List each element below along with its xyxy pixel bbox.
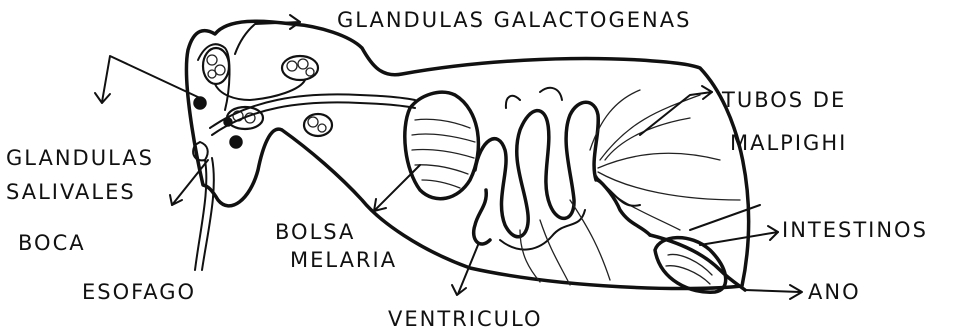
- label-boca: BOCA: [18, 233, 86, 254]
- label-malpighi: MALPIGHI: [730, 133, 847, 154]
- body-outline: [186, 21, 748, 288]
- leader-bolsa: [375, 165, 420, 210]
- label-salivales: SALIVALES: [6, 182, 136, 203]
- malpighian-tubules: [520, 90, 740, 285]
- label-esofago: ESOFAGO: [82, 282, 196, 303]
- leader-ano: [745, 290, 800, 292]
- label-glandulas: GLANDULAS: [6, 148, 154, 169]
- label-ano: ANO: [808, 282, 861, 303]
- label-tubos-de: TUBOS DE: [722, 90, 846, 111]
- label-glandulas-galactogenas: GLANDULAS GALACTOGENAS: [337, 10, 691, 31]
- ventricle: [474, 88, 599, 250]
- label-ventriculo: VENTRICULO: [388, 309, 542, 330]
- label-melaria: MELARIA: [290, 250, 397, 271]
- leader-intestinos: [700, 232, 778, 245]
- leader-galactogenas: [235, 22, 300, 54]
- label-intestinos: INTESTINOS: [782, 220, 928, 241]
- galactogenous-glands: [203, 48, 332, 136]
- label-bolsa: BOLSA: [275, 222, 355, 243]
